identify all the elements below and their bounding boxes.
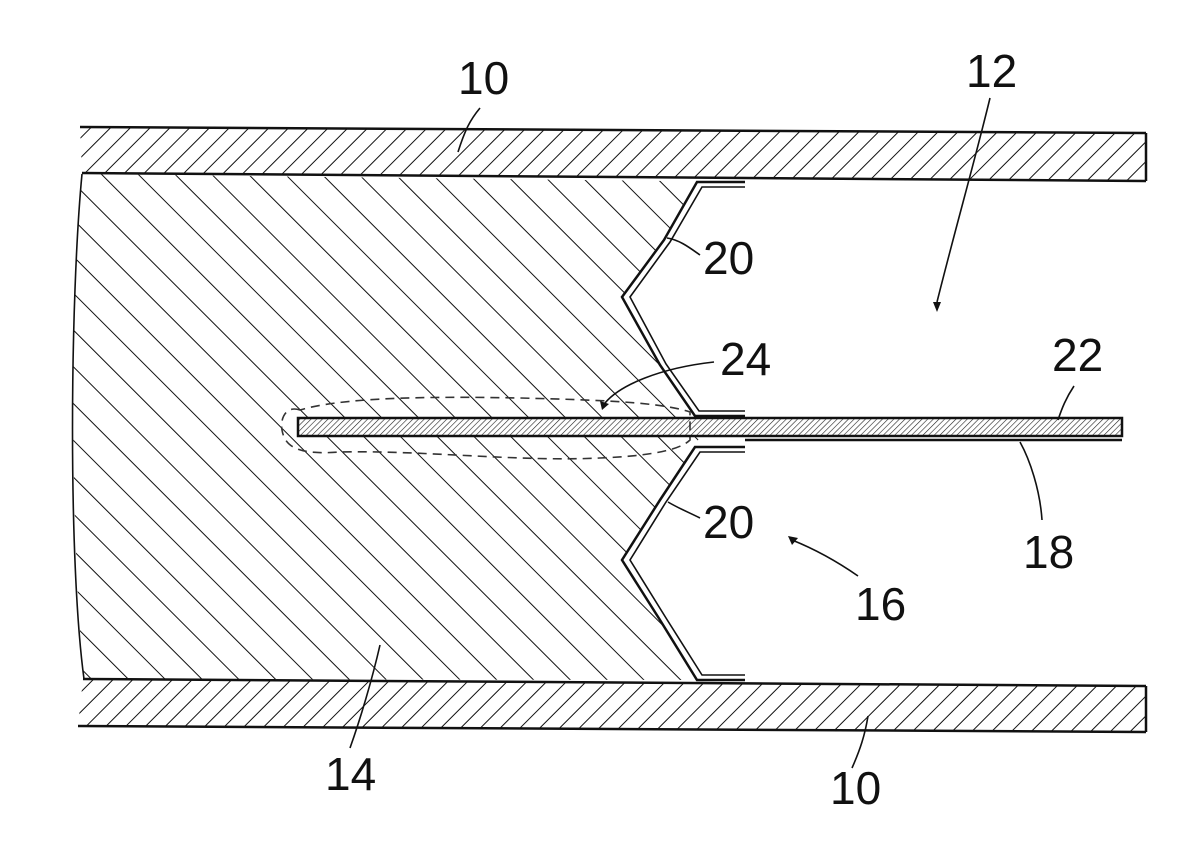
leader-12 bbox=[936, 97, 991, 303]
lower-wall-outline bbox=[77, 677, 1148, 734]
filling-left-edge bbox=[71, 173, 85, 680]
ref-16: 16 bbox=[855, 578, 906, 630]
leader-18 bbox=[1019, 441, 1043, 521]
lower-partition-20-inner bbox=[629, 451, 745, 676]
ref-20-upper: 20 bbox=[703, 232, 754, 284]
ref-24: 24 bbox=[720, 333, 771, 385]
rod-22 bbox=[298, 418, 1122, 436]
ref-18: 18 bbox=[1023, 526, 1074, 578]
leader-10-top bbox=[457, 107, 481, 153]
arrow-12 bbox=[933, 302, 941, 312]
leader-24 bbox=[604, 361, 715, 404]
upper-wall bbox=[80, 127, 1146, 181]
leader-16 bbox=[791, 539, 859, 577]
lower-partition-20 bbox=[620, 445, 745, 682]
leader-14 bbox=[349, 644, 381, 749]
leader-20-upper bbox=[666, 237, 701, 256]
ref-12: 12 bbox=[966, 45, 1017, 97]
upper-partition-20 bbox=[620, 180, 745, 418]
ref-22: 22 bbox=[1052, 329, 1103, 381]
filling-body bbox=[73, 174, 745, 680]
ref-10-top: 10 bbox=[458, 52, 509, 104]
upper-partition-20-inner bbox=[629, 186, 745, 412]
arrow-24 bbox=[600, 401, 609, 410]
lower-wall bbox=[78, 679, 1146, 732]
leader-10-bottom bbox=[851, 715, 869, 769]
dashed-region-24 bbox=[280, 396, 691, 460]
ref-20-lower: 20 bbox=[703, 496, 754, 548]
leader-22 bbox=[1057, 385, 1075, 421]
leader-20-lower bbox=[667, 501, 701, 519]
arrow-16 bbox=[788, 536, 798, 545]
ref-14: 14 bbox=[325, 748, 376, 800]
ref-10-bottom: 10 bbox=[830, 762, 881, 814]
rod-22-outline bbox=[296, 416, 1124, 438]
